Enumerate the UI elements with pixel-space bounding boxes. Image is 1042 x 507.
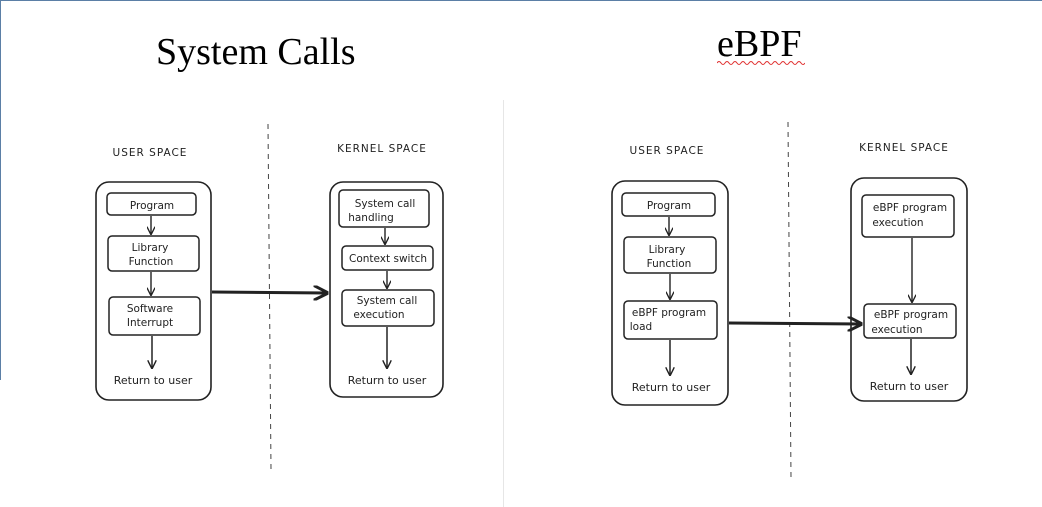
syscall-node-library: [107, 235, 200, 272]
syscall-kernel-space-label: KERNEL SPACE: [337, 143, 427, 155]
ebpf-kernel-return-text: Return to user: [870, 380, 949, 393]
slide-border-top: [0, 0, 1042, 1]
title-ebpf: eBPF: [717, 23, 802, 65]
syscall-node-program: [106, 192, 197, 216]
ebpf-node-program-text: Program: [647, 200, 691, 212]
ebpf-node-library: [623, 236, 717, 274]
syscall-node-context-switch-text: Context switch: [349, 253, 427, 265]
ebpf-node-load-text-1: eBPF program: [632, 307, 706, 319]
syscall-node-library-text-2: Function: [129, 256, 174, 268]
ebpf-node-execution-1: [861, 194, 955, 238]
syscall-node-context-switch: [341, 245, 434, 271]
syscall-node-interrupt-text-2: Interrupt: [127, 317, 173, 329]
syscall-boundary-line: [267, 123, 272, 471]
ebpf-node-library-text-1: Library: [649, 244, 686, 256]
syscall-node-handling-text-1: System call: [355, 198, 416, 210]
spellcheck-underline: [717, 61, 805, 65]
ebpf-user-container: [611, 180, 729, 406]
ebpf-node-program: [621, 192, 716, 217]
syscall-node-execution-text-1: System call: [357, 295, 418, 307]
syscall-kernel-return-text: Return to user: [348, 374, 427, 387]
ebpf-diagram: USER SPACE KERNEL SPACE Program Library …: [611, 121, 968, 479]
syscall-user-return-text: Return to user: [114, 374, 193, 387]
panel-separator: [503, 100, 504, 507]
ebpf-arrow-user-to-kernel: [728, 323, 861, 324]
ebpf-kernel-space-label: KERNEL SPACE: [859, 142, 949, 154]
syscall-kernel-container: [329, 181, 444, 398]
ebpf-kernel-container: [850, 177, 968, 402]
syscall-node-handling-text-2: handling: [348, 212, 394, 224]
ebpf-node-execution-2-text-1: eBPF program: [874, 309, 948, 321]
syscall-diagram: USER SPACE KERNEL SPACE Program Library …: [95, 123, 444, 471]
ebpf-node-load-text-2: load: [630, 321, 652, 333]
slide-border-left: [0, 0, 1, 380]
syscall-node-program-text: Program: [130, 200, 174, 212]
ebpf-user-return-text: Return to user: [632, 381, 711, 394]
syscall-user-container: [95, 181, 212, 401]
ebpf-user-space-label: USER SPACE: [630, 145, 705, 157]
ebpf-node-execution-2: [863, 303, 957, 339]
ebpf-node-execution-2-text-2: execution: [871, 324, 922, 336]
title-system-calls: System Calls: [156, 31, 356, 73]
syscall-node-interrupt: [108, 296, 201, 336]
syscall-user-space-label: USER SPACE: [113, 147, 188, 159]
ebpf-node-execution-1-text-2: execution: [872, 217, 923, 229]
syscall-arrow-user-to-kernel: [211, 292, 327, 293]
ebpf-node-execution-1-text-1: eBPF program: [873, 202, 947, 214]
syscall-node-library-text-1: Library: [132, 242, 169, 254]
ebpf-node-load: [623, 300, 718, 340]
syscall-node-handling: [338, 189, 430, 228]
ebpf-node-library-text-2: Function: [647, 258, 692, 270]
syscall-node-interrupt-text-1: Software: [127, 303, 173, 315]
syscall-node-execution-text-2: execution: [353, 309, 404, 321]
syscall-node-execution: [341, 289, 435, 327]
ebpf-boundary-line: [787, 121, 792, 479]
